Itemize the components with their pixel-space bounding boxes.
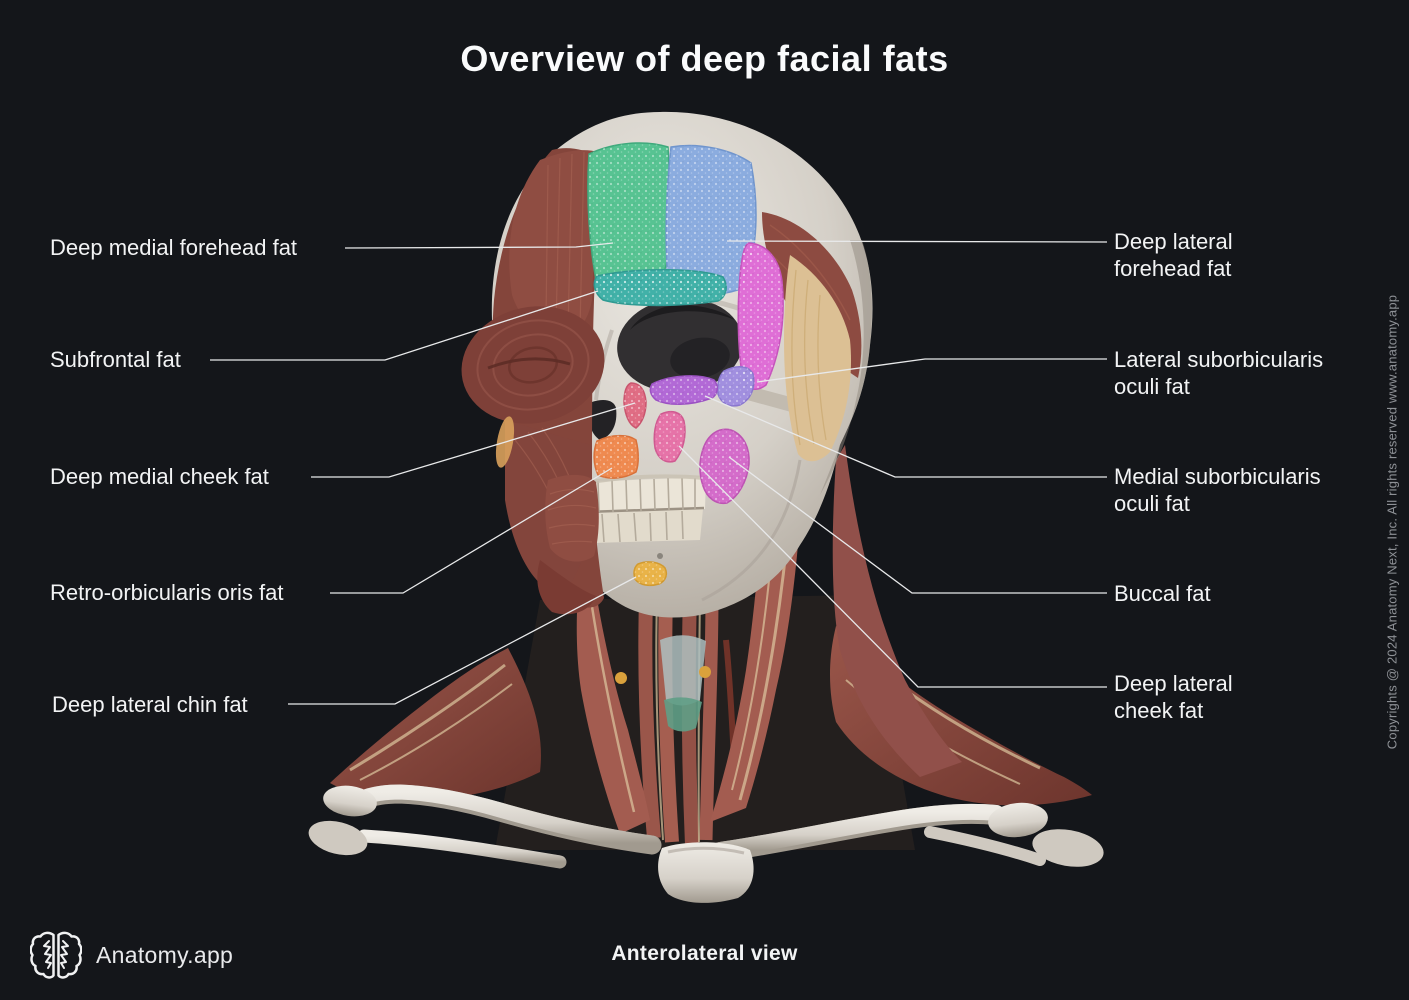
leader-line-buccal-fat (728, 456, 1107, 594)
view-caption: Anterolateral view (611, 942, 798, 965)
fat-compartments (587, 142, 784, 587)
right-temporalis (762, 212, 862, 462)
neck-muscles (576, 490, 802, 846)
shoulder-girdle-bones (308, 784, 1104, 903)
leader-line-deep-lateral-chin-fat (288, 576, 637, 705)
fat-patch-medial-soof-texture (650, 375, 718, 405)
left-clavicle (350, 784, 660, 851)
thyroid-cartilage (660, 635, 706, 706)
fat-patch-lateral-soof-texture (738, 243, 784, 390)
right-clavicle (712, 803, 1004, 858)
fat-patch-deep-lateral-cheek-texture (654, 411, 685, 462)
leader-line-deep-lateral-cheek-fat (678, 445, 1107, 688)
fat-patch-deep-medial-cheek-texture (624, 383, 646, 428)
leader-line-deep-medial-forehead-fat (344, 242, 614, 249)
mental-foramen (657, 553, 663, 559)
leader-line-lateral-suborbicularis-oculi-fat (756, 358, 1107, 383)
gland-nodule (699, 666, 711, 678)
leader-line-retro-orbicularis-oris-fat (330, 467, 613, 594)
leader-line-medial-suborbicularis-oculi-fat (704, 395, 1107, 478)
page-title: Overview of deep facial fats (460, 38, 949, 79)
fat-patch-subfrontal-texture (594, 269, 727, 306)
fat-patch-buccal-texture (700, 429, 750, 504)
left-acromion (323, 785, 377, 817)
leader-line-deep-medial-cheek-fat (311, 402, 636, 478)
leader-line-subfrontal-fat (210, 290, 599, 361)
trapezius-muscles (330, 445, 1092, 806)
right-scm (710, 490, 802, 822)
leader-line-deep-lateral-forehead-fat (726, 240, 1108, 243)
left-scapular-spine (357, 829, 567, 869)
left-scm (576, 568, 650, 834)
left-orbicularis-oculi (461, 306, 605, 424)
brand: Anatomy.app (30, 930, 233, 980)
copyright-text: Copyrights @ 2024 Anatomy Next, Inc. All… (1384, 294, 1400, 750)
fat-patch-deep-lateral-forehead-texture (666, 145, 756, 296)
fat-patch-deep-medial-forehead-texture (587, 142, 672, 294)
teeth (583, 474, 707, 543)
closed-eyelid-crease (487, 357, 571, 370)
gland-nodule (615, 672, 627, 684)
left-facial-muscles (461, 148, 605, 615)
thyroid-gland (664, 697, 702, 732)
fat-patch-deep-lateral-chin-texture (634, 561, 667, 586)
fat-patch-retro-orbicularis-oris-texture (594, 435, 639, 479)
brand-name: Anatomy.app (96, 941, 234, 968)
right-acromion (988, 802, 1048, 838)
brain-icon (30, 931, 82, 979)
left-frontalis (509, 150, 598, 336)
sternum (658, 842, 754, 903)
leader-lines (210, 240, 1108, 705)
fat-patch-soof-accessory-texture (717, 366, 754, 406)
orbicularis-oris (545, 474, 599, 562)
